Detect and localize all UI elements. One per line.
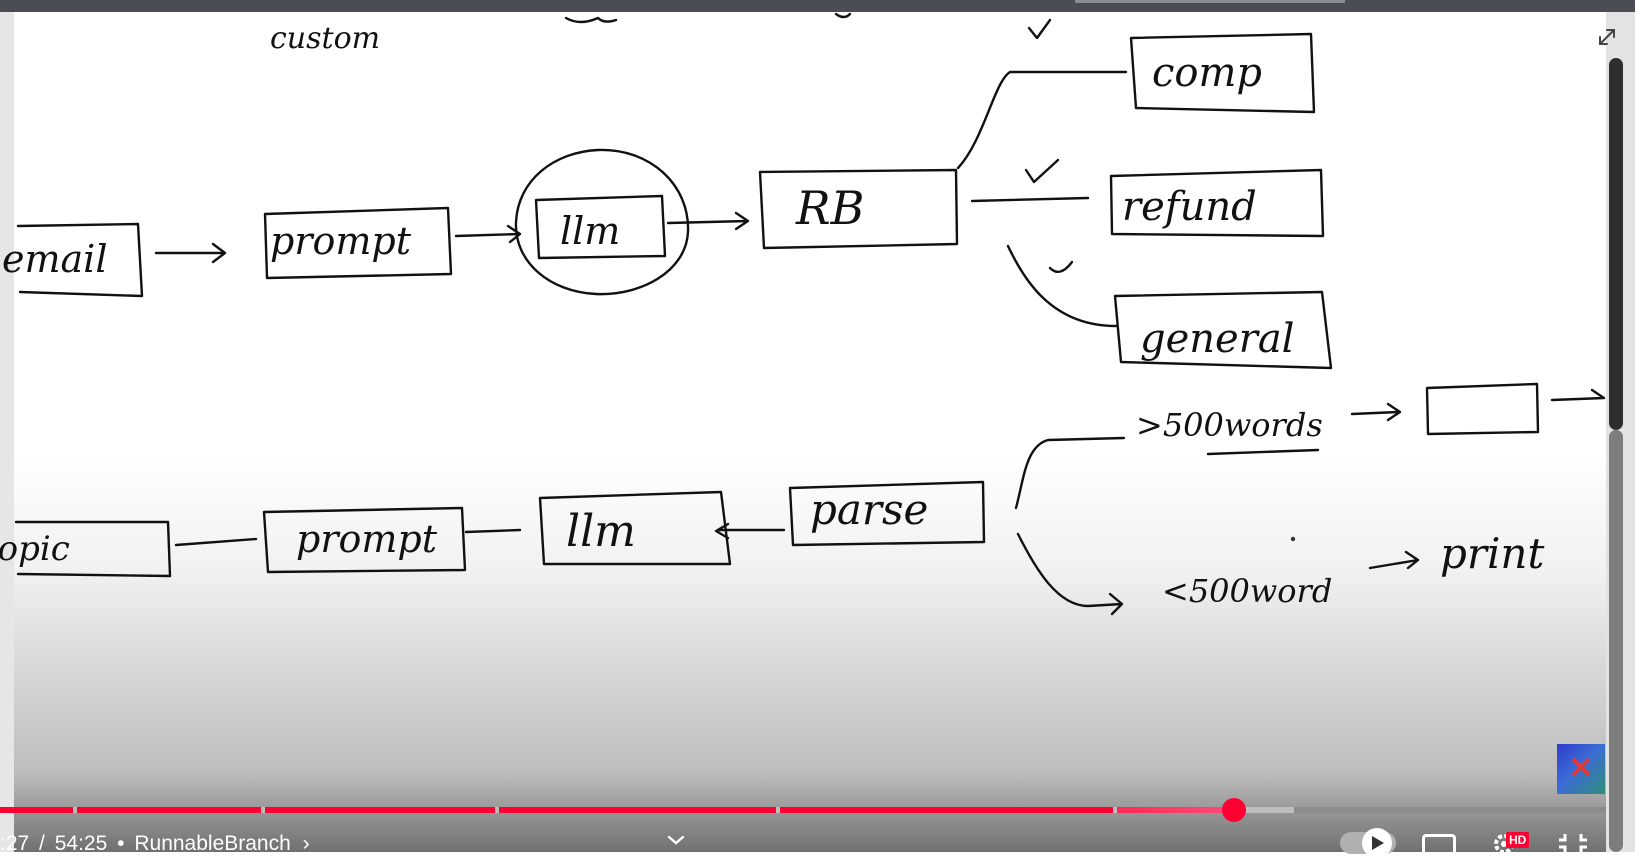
- arrow-parse-to-llm: [714, 522, 786, 540]
- label-comp: comp: [1152, 50, 1262, 96]
- label-general: general: [1140, 316, 1294, 362]
- branch-to-comp: [956, 70, 1128, 170]
- label-router: RB: [795, 181, 864, 235]
- chevron-right-icon: ›: [302, 832, 310, 855]
- check-mark: [1024, 158, 1060, 184]
- label-llm-1: llm: [560, 209, 620, 253]
- email-box: [16, 222, 144, 298]
- llm-box-2: [538, 490, 732, 566]
- chapter-button[interactable]: RunnableBranch ›: [134, 832, 309, 855]
- time-display: :27 / 54:25 • RunnableBranch ›: [0, 832, 310, 855]
- underline: [1206, 448, 1320, 456]
- check-mark: [1048, 260, 1074, 274]
- hd-badge: HD: [1506, 832, 1530, 848]
- top-bar: [0, 0, 1635, 12]
- prompt-box-1: [263, 206, 453, 280]
- close-icon[interactable]: ✕: [1568, 752, 1594, 785]
- parse-box: [788, 480, 986, 547]
- arrow-llm-to-router: [666, 211, 750, 231]
- general-box: [1113, 290, 1333, 370]
- scribble-fragment: [834, 12, 852, 19]
- left-edge: [0, 12, 14, 852]
- label-over-500-words: >500words: [1136, 406, 1323, 444]
- label-prompt-2: prompt: [296, 517, 438, 561]
- progress-scrubber[interactable]: [1222, 798, 1246, 822]
- progress-played-segment: [1117, 807, 1234, 813]
- scrollbar-thumb[interactable]: [1609, 58, 1623, 430]
- autoplay-toggle[interactable]: [1340, 828, 1396, 858]
- progress-played-segment: [265, 807, 495, 813]
- branch-to-refund: [970, 196, 1090, 203]
- autoplay-toggle-thumb: [1362, 828, 1392, 858]
- arrow-lower-to-print: [1368, 550, 1420, 570]
- connector-prompt-llm: [464, 528, 522, 534]
- llm-box-1: [534, 194, 667, 260]
- duration: 54:25: [54, 832, 108, 855]
- prompt-box-2: [262, 506, 467, 574]
- label-refund: refund: [1122, 184, 1257, 230]
- expand-icon[interactable]: [1596, 26, 1618, 48]
- chevron-down-icon[interactable]: [666, 830, 686, 850]
- ad-thumbnail[interactable]: ✕: [1557, 744, 1605, 794]
- whiteboard-diagram: custom email prompt llm RB comp refund g…: [0, 12, 1606, 616]
- topic-box: [14, 520, 172, 578]
- branch-upper: [1014, 436, 1126, 510]
- scribble-fragment: [564, 16, 618, 24]
- arrow-box-out: [1550, 388, 1606, 402]
- llm-circle: [514, 148, 690, 296]
- current-time: :27: [0, 832, 30, 855]
- refund-box: [1109, 168, 1325, 238]
- chapter-separator: •: [117, 832, 125, 855]
- label-under-500-words: <500word: [1162, 572, 1332, 610]
- arrow-prompt-to-llm: [454, 224, 522, 244]
- connector-topic-prompt: [174, 537, 258, 547]
- play-icon: [1372, 836, 1384, 850]
- video-frame[interactable]: [0, 12, 1606, 852]
- progress-played-segment: [780, 807, 1113, 813]
- label-email: email: [2, 237, 107, 281]
- router-box: [758, 168, 959, 250]
- branch-to-general: [1006, 244, 1118, 328]
- progress-played-segment: [499, 807, 776, 813]
- arrow-upper-to-box: [1350, 402, 1402, 422]
- progress-played-segment: [77, 807, 261, 813]
- arrow-email-to-prompt: [154, 242, 227, 264]
- progress-played-segment: [0, 807, 73, 813]
- branch-lower: [1016, 532, 1124, 616]
- label-topic: topic: [0, 529, 70, 569]
- label-parse: parse: [810, 485, 928, 534]
- exit-fullscreen-icon[interactable]: [1556, 832, 1590, 854]
- label-print: print: [1440, 529, 1544, 578]
- comp-box: [1129, 32, 1316, 114]
- scribble-custom: custom: [270, 21, 380, 56]
- scrollbar-thumb-lower[interactable]: [1609, 430, 1623, 852]
- closed-captions-icon[interactable]: [1422, 834, 1456, 856]
- chapter-title: RunnableBranch: [134, 832, 291, 855]
- output-box: [1425, 382, 1540, 436]
- time-separator: /: [39, 832, 45, 855]
- label-prompt-1: prompt: [270, 219, 412, 263]
- pen-dot: [1290, 536, 1296, 542]
- label-llm-2: llm: [566, 506, 636, 557]
- top-bar-sheen: [1075, 0, 1345, 3]
- check-mark: [1027, 18, 1052, 40]
